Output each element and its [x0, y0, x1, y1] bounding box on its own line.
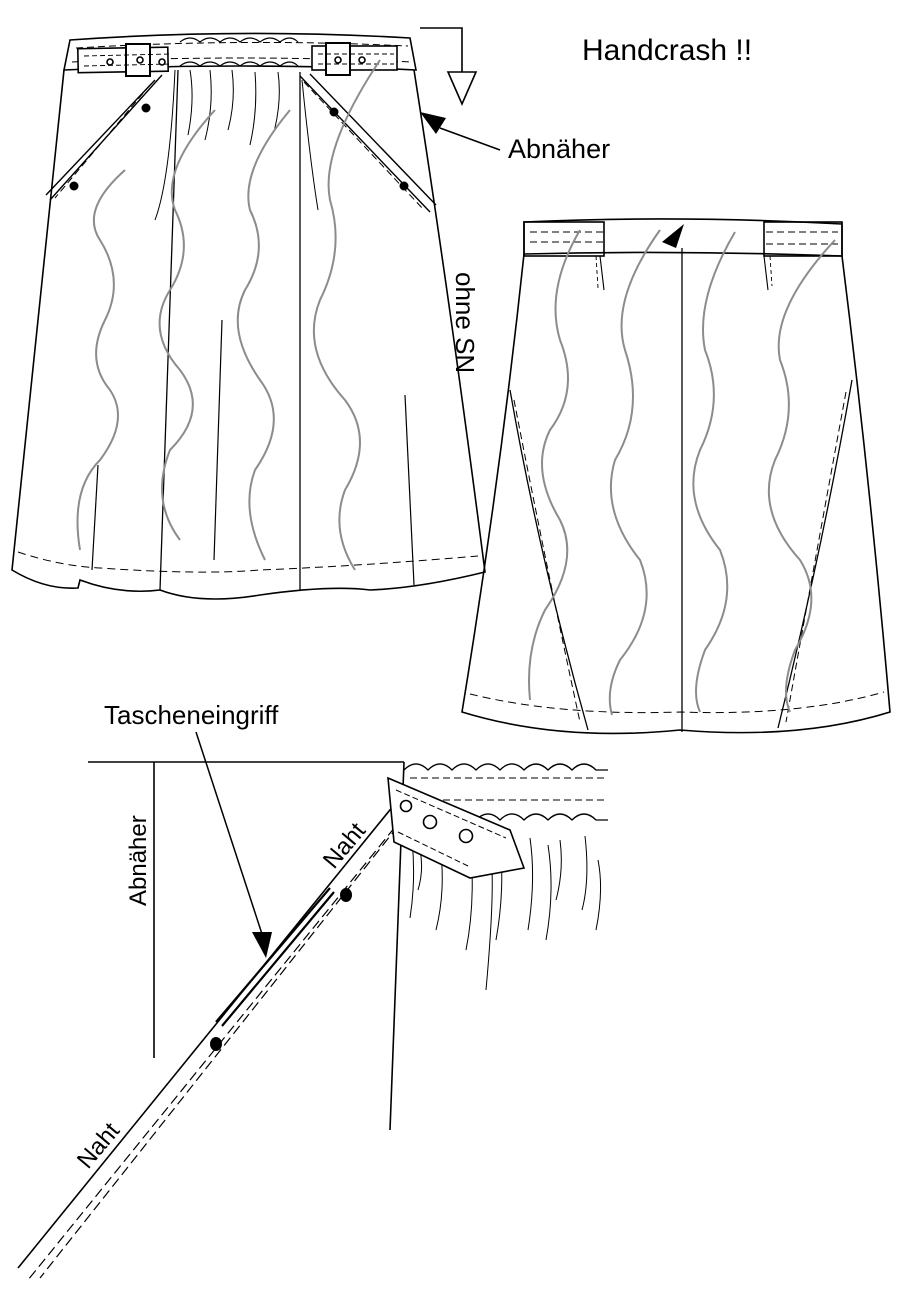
detail-rivets: [210, 888, 352, 1051]
back-skirt-outline: [461, 253, 891, 735]
detail-pocket-opening: [215, 887, 335, 1027]
front-belt-right: [311, 45, 398, 71]
front-crash-wrinkles: [76, 59, 381, 571]
back-dart-marker: [662, 224, 684, 248]
front-belt-left: [76, 46, 170, 74]
front-pocket-right: [299, 73, 437, 213]
detail-belt-tab: [387, 776, 526, 879]
back-crash-wrinkles: [528, 229, 836, 716]
detail-seam: [17, 799, 399, 1269]
detail-pointer-head: [252, 932, 272, 958]
skirt-back: [461, 218, 891, 735]
back-waistband: [523, 218, 843, 257]
front-skirt-outline: [11, 69, 486, 600]
no-side-seam-label: ohne SN: [450, 272, 480, 373]
fold-arrow: [420, 27, 478, 106]
dart-label-detail: Abnäher: [125, 815, 152, 906]
dart-pointer-front: [420, 112, 501, 151]
detail-view: [17, 731, 608, 1281]
dart-label-front: Abnäher: [508, 134, 610, 164]
front-pocket-left: [45, 74, 163, 201]
title-label: Handcrash !!: [582, 34, 752, 67]
pocket-opening-label: Tascheneingriff: [104, 700, 279, 730]
skirt-front: [11, 32, 486, 600]
front-pocket-rivets: [69, 103, 409, 191]
